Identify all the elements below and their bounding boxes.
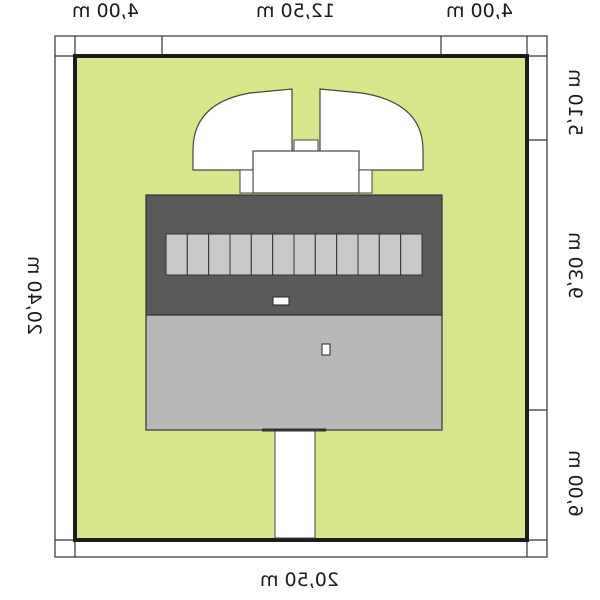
terrace-awning-left — [192, 88, 293, 171]
solar-panel — [165, 233, 188, 276]
terrace-awning-right — [319, 88, 424, 171]
solar-panel — [336, 233, 359, 276]
chimney — [321, 343, 331, 356]
solar-panel — [229, 233, 252, 276]
dimension-top-left: 4,00 m — [72, 0, 139, 22]
roof-window — [272, 296, 290, 306]
dimension-top-center: 12,50 m — [256, 0, 335, 22]
solar-panel — [186, 233, 210, 276]
terrace-post — [239, 169, 254, 194]
roof-south-slope — [145, 314, 443, 431]
solar-panel — [272, 233, 295, 276]
solar-panel — [357, 233, 380, 276]
solar-panel — [314, 233, 338, 276]
dimension-frame — [54, 35, 548, 558]
driveway — [274, 429, 316, 539]
solar-panel — [250, 233, 274, 276]
solar-panel-array — [165, 233, 423, 276]
dimension-right-middle: 9,30 m — [563, 232, 586, 299]
solar-panel — [400, 233, 423, 276]
dimension-right-top: 5,10 m — [563, 69, 586, 136]
dimension-right-bottom: 6,00 m — [563, 450, 586, 517]
dimension-top-right: 4,00 m — [446, 0, 513, 22]
solar-panel — [208, 233, 231, 276]
solar-panel — [293, 233, 316, 276]
terrace-post — [358, 169, 373, 194]
dimension-bottom: 20,50 m — [260, 569, 339, 591]
solar-panel — [378, 233, 402, 276]
dimension-left: 20,40 m — [22, 256, 45, 335]
terrace — [252, 150, 360, 194]
